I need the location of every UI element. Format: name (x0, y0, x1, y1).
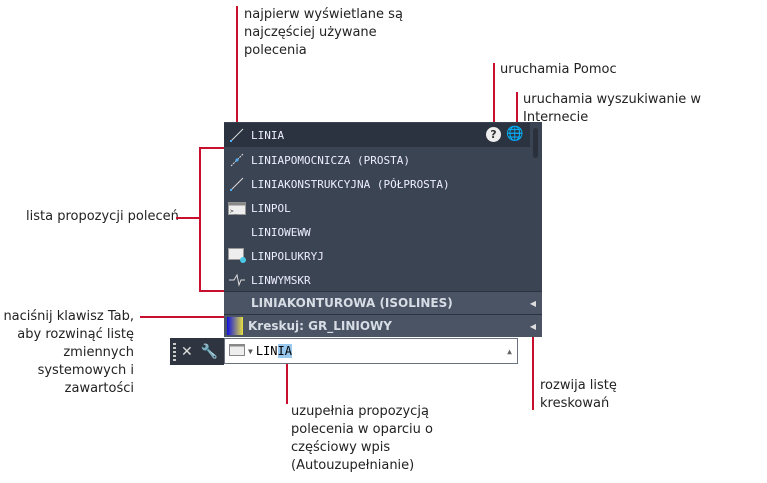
annotation-help: uruchamia Pomoc (500, 62, 617, 77)
line-icon (227, 125, 247, 145)
annotation-list: lista propozycji poleceń (26, 209, 179, 224)
svg-text:>_: >_ (230, 208, 238, 215)
drag-handle[interactable] (173, 342, 176, 361)
suggestion-item[interactable]: LINIAKONSTRUKCYJNA (PÓŁPROSTA) (224, 172, 530, 196)
section-label: Kreskuj: GR_LINIOWY (248, 319, 392, 333)
annotation-hatch: rozwija listę kreskowań (540, 378, 617, 411)
leader-line (493, 63, 495, 126)
bracket (199, 147, 201, 292)
suggestion-label: LINPOLUKRYJ (251, 249, 324, 263)
suggestion-item[interactable]: LINPOLUKRYJ (224, 244, 530, 268)
hatch-gradient-icon (227, 317, 243, 335)
bracket-bottom (199, 290, 224, 292)
suggestion-item[interactable]: >_ LINPOL (224, 196, 530, 220)
suggestion-item[interactable]: LINWYMSKR (224, 268, 530, 292)
suggestion-item[interactable]: LINIA ? 🌐 (224, 123, 530, 147)
suggestion-label: LINIOWEWW (251, 225, 311, 239)
suggestion-label: LINIA (251, 128, 285, 142)
annotation-internet: uruchamia wyszukiwanie w Internecie (523, 92, 702, 125)
command-prompt-icon[interactable] (229, 343, 245, 359)
chevron-down-icon[interactable]: ▼ (248, 346, 253, 356)
command-hidden-icon (227, 246, 247, 266)
suggestion-list: LINIA ? 🌐 LINIAPOMOCNICZA (PROSTA) LINIA… (224, 122, 542, 337)
ray-icon (227, 174, 247, 194)
command-line-toolbar: ✕ 🔧 (170, 338, 224, 365)
scrollbar[interactable] (533, 128, 538, 158)
section-label: LINIAKONTUROWA (ISOLINES) (251, 296, 453, 310)
bracket-top (199, 147, 224, 149)
history-arrow-icon[interactable]: ▲ (507, 346, 512, 356)
annotation-autocomplete: uzupełnia propozycją polecenia w oparciu… (291, 404, 433, 473)
annotation-tab: naciśnij klawisz Tab, aby rozwinąć listę… (3, 309, 134, 396)
section-isolines[interactable]: LINIAKONTUROWA (ISOLINES) ◀ (224, 291, 542, 314)
close-icon[interactable]: ✕ (181, 343, 193, 360)
expand-arrow-icon[interactable]: ◀ (529, 321, 536, 331)
leader-line (286, 364, 288, 404)
suggestion-label: LINPOL (251, 201, 291, 215)
section-hatch[interactable]: Kreskuj: GR_LINIOWY ◀ (224, 314, 542, 337)
leader-line (176, 217, 200, 219)
xline-icon (227, 150, 247, 170)
leader-line (236, 6, 238, 122)
help-icon[interactable]: ? (486, 127, 501, 142)
leader-line (532, 330, 534, 410)
suggestion-label: LINIAKONSTRUKCYJNA (PÓŁPROSTA) (251, 177, 450, 191)
typed-text: LIN (255, 344, 278, 358)
globe-search-icon[interactable]: 🌐 (506, 126, 524, 142)
command-icon: >_ (227, 198, 247, 218)
suggestion-label: LINIAPOMOCNICZA (PROSTA) (251, 153, 410, 167)
leader-line (516, 92, 518, 126)
annotation-top: najpierw wyświetlane są najczęściej używ… (244, 7, 403, 58)
suggestion-item[interactable]: LINIOWEWW (224, 220, 530, 244)
autocomplete-text: IA (277, 344, 292, 358)
wrench-icon[interactable]: 🔧 (200, 343, 219, 360)
expand-arrow-icon[interactable]: ◀ (529, 298, 536, 308)
suggestion-item[interactable]: LINIAPOMOCNICZA (PROSTA) (224, 148, 530, 172)
blank-icon (227, 222, 247, 242)
jog-dimension-icon (227, 270, 247, 290)
leader-line (140, 316, 228, 318)
suggestion-label: LINWYMSKR (251, 273, 311, 287)
